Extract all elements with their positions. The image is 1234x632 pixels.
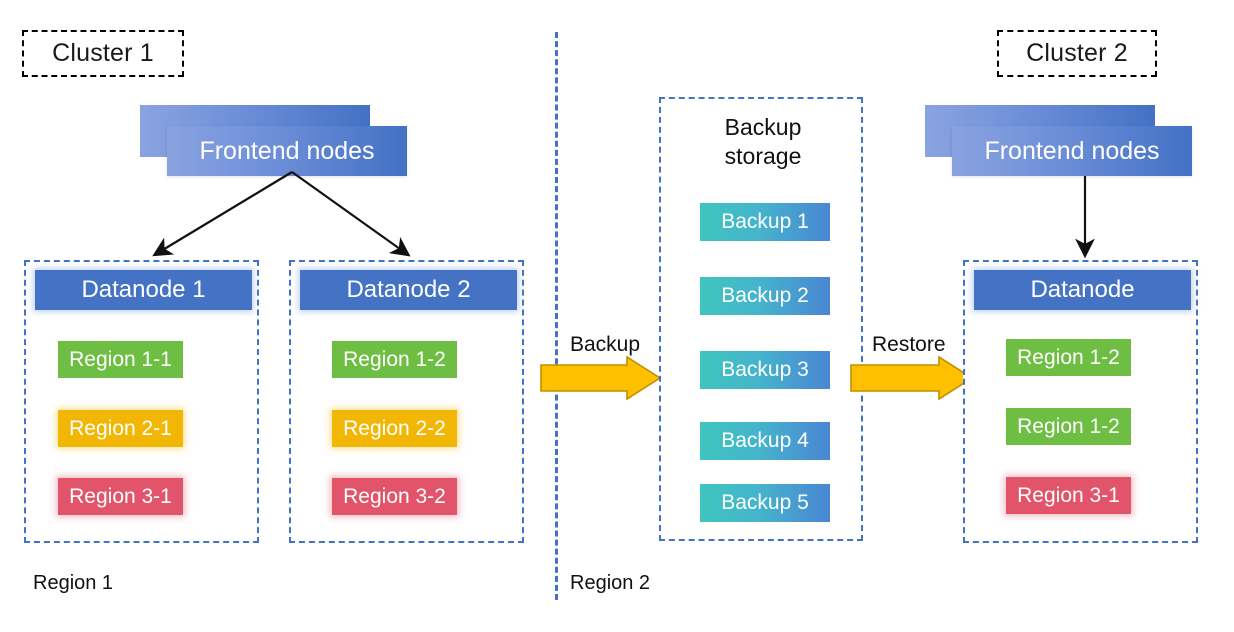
cluster2-datanode-region-3[interactable]: Region 3-1 — [1006, 477, 1131, 514]
datanode-1-container[interactable]: Datanode 1 Region 1-1 Region 2-1 Region … — [24, 260, 259, 543]
datanode-2-header: Datanode 2 — [300, 270, 517, 310]
restore-flow-label: Restore — [872, 333, 946, 357]
restore-flow-arrow — [850, 355, 974, 401]
cluster2-datanode-header-label: Datanode — [1030, 276, 1135, 303]
datanode-1-header: Datanode 1 — [35, 270, 252, 310]
backup-item-label: Backup 4 — [721, 429, 809, 452]
cluster1-frontend-nodes[interactable]: Frontend nodes — [140, 105, 410, 185]
region-label: Region 3-1 — [1017, 483, 1120, 507]
datanode-2-region-2[interactable]: Region 2-2 — [332, 410, 457, 447]
frontend-card-front: Frontend nodes — [167, 126, 407, 176]
restore-flow-label-text: Restore — [872, 333, 946, 356]
datanode-1-header-label: Datanode 1 — [81, 276, 206, 303]
region-label: Region 1-2 — [1017, 414, 1120, 438]
datanode-2-region-3[interactable]: Region 3-2 — [332, 478, 457, 515]
backup-item-4[interactable]: Backup 4 — [700, 422, 830, 460]
region-2-caption-label: Region 2 — [570, 572, 651, 594]
region-label: Region 1-2 — [1017, 345, 1120, 369]
cluster1-tag-label: Cluster 1 — [52, 39, 154, 67]
backup-item-label: Backup 5 — [721, 491, 809, 514]
backup-item-2[interactable]: Backup 2 — [700, 277, 830, 315]
cluster2-frontend-nodes[interactable]: Frontend nodes — [925, 105, 1195, 185]
cluster2-datanode-region-1[interactable]: Region 1-2 — [1006, 339, 1131, 376]
cluster1-frontend-label: Frontend nodes — [199, 136, 375, 165]
frontend-card-front: Frontend nodes — [952, 126, 1192, 176]
region-label: Region 1-1 — [69, 347, 172, 371]
cluster2-datanode-header: Datanode — [974, 270, 1191, 310]
backup-storage-title-line2: storage — [724, 142, 802, 169]
backup-flow-label-text: Backup — [570, 333, 641, 356]
region-label: Region 2-2 — [343, 416, 446, 440]
region-label: Region 3-2 — [343, 484, 446, 508]
backup-item-1[interactable]: Backup 1 — [700, 203, 830, 241]
datanode-2-region-1[interactable]: Region 1-2 — [332, 341, 457, 378]
backup-storage-container[interactable]: Backup storage Backup 1 Backup 2 Backup … — [659, 97, 863, 541]
cluster2-frontend-label: Frontend nodes — [984, 136, 1160, 165]
backup-item-3[interactable]: Backup 3 — [700, 351, 830, 389]
cluster2-datanode-container[interactable]: Datanode Region 1-2 Region 1-2 Region 3-… — [963, 260, 1198, 543]
backup-flow-arrow — [540, 355, 662, 401]
backup-item-label: Backup 2 — [721, 284, 809, 307]
region-1-caption: Region 1 — [33, 572, 113, 595]
cluster1-frontend-to-datanode-arrows — [152, 171, 411, 257]
cluster2-frontend-to-datanode-arrow — [1075, 176, 1095, 259]
datanode-1-region-2[interactable]: Region 2-1 — [58, 410, 183, 447]
region-label: Region 2-1 — [69, 416, 172, 440]
datanode-1-region-3[interactable]: Region 3-1 — [58, 478, 183, 515]
cluster2-datanode-region-2[interactable]: Region 1-2 — [1006, 408, 1131, 445]
backup-flow-label: Backup — [570, 333, 640, 357]
region-2-caption: Region 2 — [570, 572, 650, 595]
cluster1-tag: Cluster 1 — [22, 30, 184, 77]
backup-storage-title: Backup storage — [661, 113, 865, 171]
cluster2-tag-label: Cluster 2 — [1026, 39, 1128, 67]
backup-storage-title-line1: Backup — [724, 114, 802, 140]
backup-item-label: Backup 3 — [721, 358, 809, 381]
region-1-caption-label: Region 1 — [33, 572, 114, 594]
backup-item-5[interactable]: Backup 5 — [700, 484, 830, 522]
region-label: Region 3-1 — [69, 484, 172, 508]
datanode-1-region-1[interactable]: Region 1-1 — [58, 341, 183, 378]
region-label: Region 1-2 — [343, 347, 446, 371]
datanode-2-header-label: Datanode 2 — [346, 276, 471, 303]
backup-item-label: Backup 1 — [721, 210, 809, 233]
cluster2-tag: Cluster 2 — [997, 30, 1157, 77]
datanode-2-container[interactable]: Datanode 2 Region 1-2 Region 2-2 Region … — [289, 260, 524, 543]
region-divider-line — [555, 32, 558, 600]
